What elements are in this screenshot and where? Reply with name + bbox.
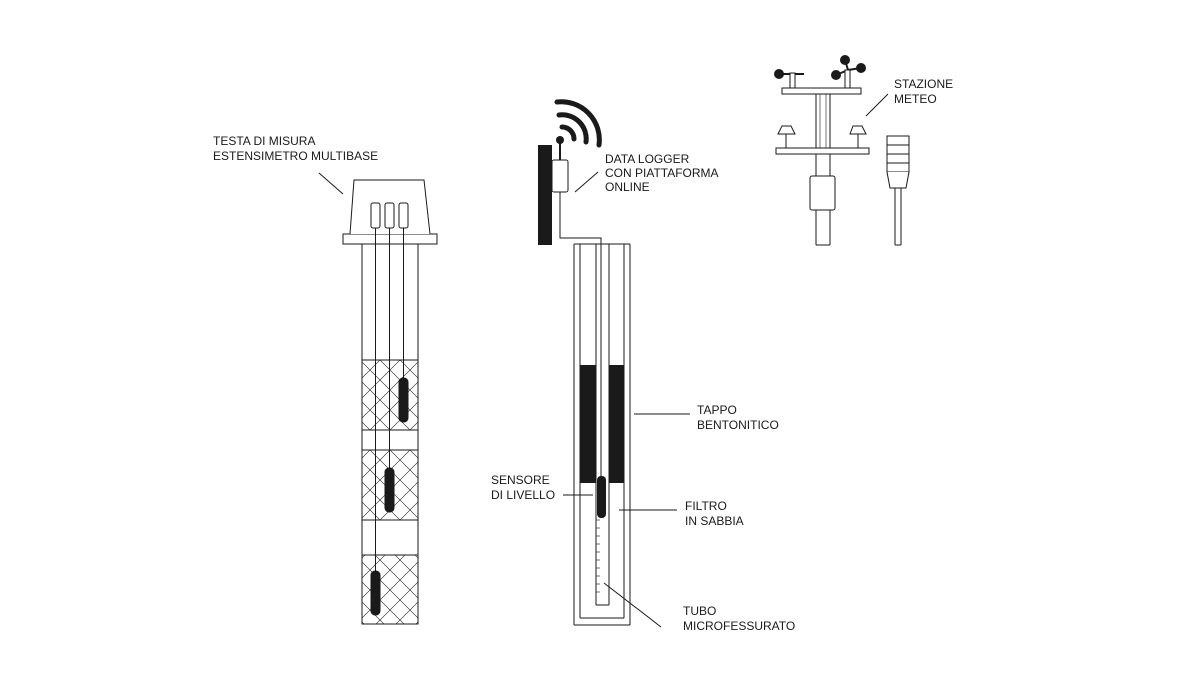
anchor-zone-3 [361, 554, 419, 625]
warning-light [886, 135, 910, 246]
sensor-left [777, 125, 796, 148]
station-logger-box [809, 175, 836, 211]
anemometer-icon [774, 55, 866, 89]
label-weather-station: STAZIONE METEO [894, 77, 956, 106]
logger-cable [559, 192, 602, 482]
leader-line-weather-station [865, 93, 889, 117]
extensometer-rods [375, 228, 404, 574]
anchor-3 [370, 570, 381, 616]
bentonite-plug-right [609, 365, 624, 483]
outer-borehole [573, 243, 631, 626]
label-extensometer: TESTA DI MISURA ESTENSIMETRO MULTIBASE [213, 134, 378, 163]
leader-line-extensometer [318, 172, 344, 195]
sensor-right [849, 125, 867, 148]
leader-line-slotted-tube [603, 582, 662, 628]
label-level-sensor: SENSORE DI LIVELLO [491, 473, 555, 502]
level-sensor [597, 476, 606, 518]
logger-pole [538, 145, 552, 245]
label-sand-filter: FILTRO IN SABBIA [685, 499, 744, 528]
piezometer [563, 243, 690, 628]
anchor-2 [384, 467, 395, 513]
weather-station [774, 55, 910, 246]
anchor-1 [398, 377, 409, 423]
bottom-crossbar [775, 147, 870, 155]
label-slotted-tube: TUBO MICROFESSURATO [683, 604, 795, 633]
bentonite-plug-left [580, 365, 596, 483]
slot-marks [596, 519, 600, 593]
data-logger-station [538, 99, 602, 482]
label-data-logger: DATA LOGGER CON PIATTAFORMA ONLINE [605, 152, 721, 194]
leader-line-data-logger [574, 171, 599, 193]
data-logger-box [551, 159, 569, 193]
label-bentonite-plug: TAPPO BENTONITICO [697, 403, 779, 432]
top-crossbar [781, 87, 862, 95]
extensometer [318, 172, 438, 625]
wifi-icon [554, 99, 602, 148]
